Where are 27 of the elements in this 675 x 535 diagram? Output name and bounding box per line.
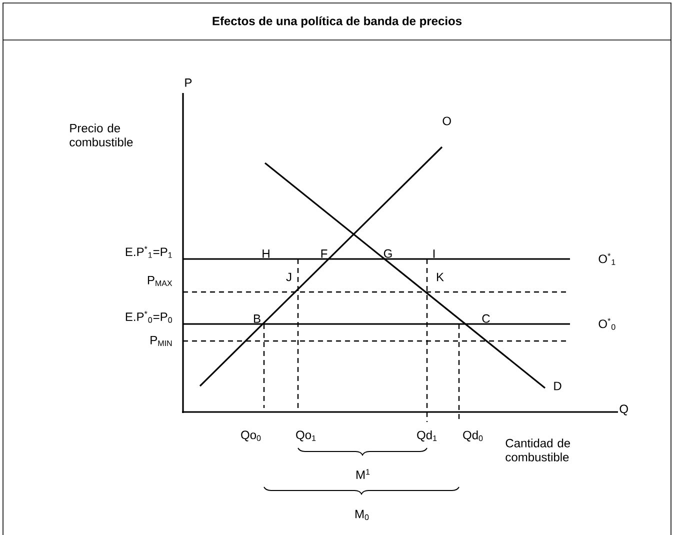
axis-label: E.P$^{*}$$_{1}$=P$_{1}$ — [126, 246, 172, 258]
axis-label: O$^{*}$0 — [598, 318, 616, 330]
axis-label: O$^{*}$1 — [598, 253, 616, 265]
axis-label: F — [321, 250, 328, 258]
axis-label: Qo$_{0}$ — [241, 430, 261, 442]
axis-label: H — [262, 250, 270, 258]
axis-label: Qd$_{1}$ — [417, 430, 437, 442]
axis-label: E.P$^{*}$$_{0}$=P$_{0}$ — [126, 311, 172, 323]
axis-label: K — [437, 272, 444, 282]
axis-label: B — [254, 314, 260, 323]
axis-label: I — [433, 250, 435, 258]
axis-label: C — [482, 314, 490, 323]
axis-label: Precio de combustible — [70, 124, 133, 146]
axis-label: D — [554, 382, 562, 390]
axis-label: P$_{MIN}$ — [150, 336, 172, 346]
axis-label: Q — [620, 404, 628, 416]
axis-label: O — [442, 116, 451, 126]
axis-label: M$_{0}$ — [356, 510, 369, 520]
axis-label: Cantidad de combustible — [506, 438, 570, 462]
axis-label: P$_{MAX}$ — [148, 276, 172, 286]
axis-label: Qo$_{1}$ — [296, 430, 316, 442]
title: Efectos de una política de banda de precios — [212, 16, 462, 28]
axis-label: J — [286, 272, 292, 282]
axis-label: G — [384, 249, 392, 258]
axis-label: M$^{1}$ — [356, 469, 370, 479]
axis-label: P — [185, 78, 192, 87]
axis-label: Qd$_{0}$ — [463, 430, 483, 442]
